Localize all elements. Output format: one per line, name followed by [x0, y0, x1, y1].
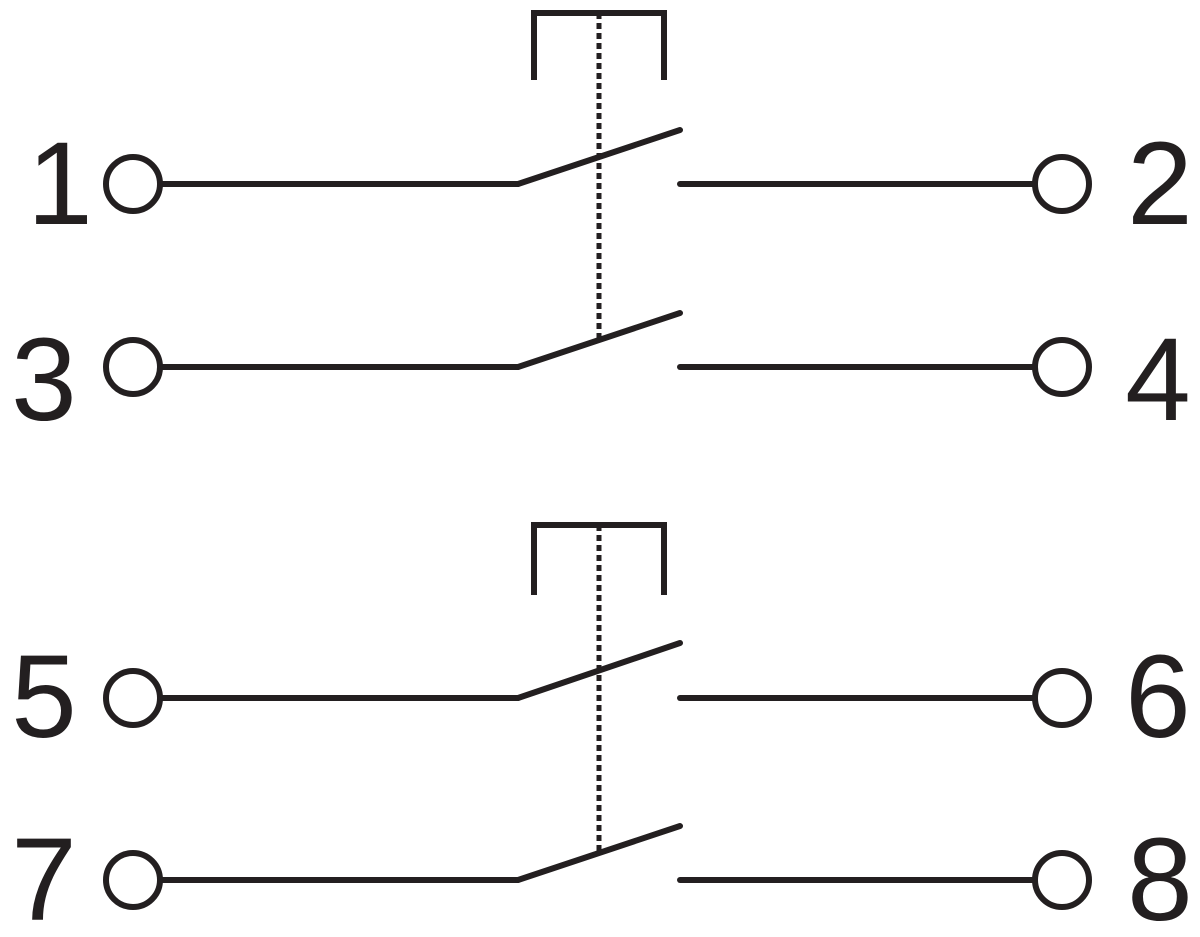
terminal-2	[1032, 154, 1092, 214]
contact-1-2: 1 2	[27, 118, 1193, 250]
upper-pushbutton-actuator	[531, 10, 667, 338]
moving-contact-7-8	[515, 823, 683, 883]
terminal-3	[103, 337, 163, 397]
moving-contact-1-2	[515, 127, 683, 187]
terminal-1	[103, 154, 163, 214]
terminal-7	[103, 850, 163, 910]
contact-5-6: 5 6	[11, 631, 1191, 763]
pin-label-2: 2	[1127, 118, 1193, 250]
pin-label-1: 1	[27, 118, 93, 250]
terminal-5	[103, 668, 163, 728]
terminal-4	[1032, 337, 1092, 397]
pin-label-7: 7	[11, 814, 77, 937]
contact-3-4: 3 4	[11, 310, 1191, 446]
pin-label-8: 8	[1127, 814, 1193, 937]
moving-contact-3-4	[515, 310, 683, 370]
terminal-8	[1032, 850, 1092, 910]
pin-label-3: 3	[11, 314, 77, 446]
terminal-6	[1032, 668, 1092, 728]
contact-7-8: 7 8	[11, 814, 1193, 937]
pin-label-6: 6	[1125, 631, 1191, 763]
lower-pushbutton-actuator	[531, 522, 667, 851]
pin-label-5: 5	[11, 631, 77, 763]
moving-contact-5-6	[515, 640, 683, 701]
pin-label-4: 4	[1125, 314, 1191, 446]
